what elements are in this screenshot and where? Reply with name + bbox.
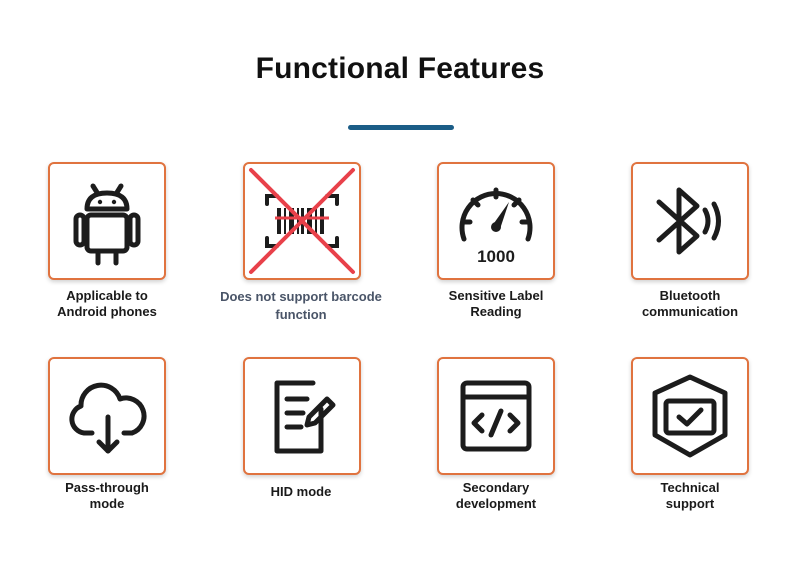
barcode-crossed-icon bbox=[249, 168, 355, 274]
feature-label-speed: Sensitive Label Reading bbox=[448, 288, 544, 319]
android-icon bbox=[73, 183, 141, 266]
feature-label-android: Applicable to Android phones bbox=[57, 288, 157, 319]
feature-tile-hid bbox=[243, 357, 361, 475]
code-window-icon bbox=[460, 380, 532, 452]
feature-tile-speed: 1000 bbox=[437, 162, 555, 280]
bluetooth-icon bbox=[656, 187, 721, 255]
feature-label-barcode: Does not support barcode function bbox=[220, 289, 382, 322]
feature-tile-dev bbox=[437, 357, 555, 475]
feature-label-dev: Secondary development bbox=[455, 480, 537, 511]
feature-label-hid: HID mode bbox=[270, 484, 332, 499]
document-edit-icon bbox=[274, 380, 336, 454]
feature-label-support: Technical support bbox=[660, 480, 720, 511]
page-title: Functional Features bbox=[255, 52, 545, 85]
cloud-download-icon bbox=[69, 382, 147, 454]
title-underline bbox=[348, 125, 454, 130]
shield-check-icon bbox=[652, 374, 728, 458]
feature-tile-bluetooth bbox=[631, 162, 749, 280]
feature-tile-passthrough bbox=[48, 357, 166, 475]
feature-label-bluetooth: Bluetooth communication bbox=[641, 288, 739, 319]
feature-label-passthrough: Pass-through mode bbox=[65, 480, 149, 511]
speedometer-value: 1000 bbox=[477, 247, 515, 266]
speedometer-icon: 1000 bbox=[459, 187, 533, 266]
feature-tile-barcode bbox=[243, 162, 361, 280]
feature-tile-support bbox=[631, 357, 749, 475]
feature-tile-android bbox=[48, 162, 166, 280]
